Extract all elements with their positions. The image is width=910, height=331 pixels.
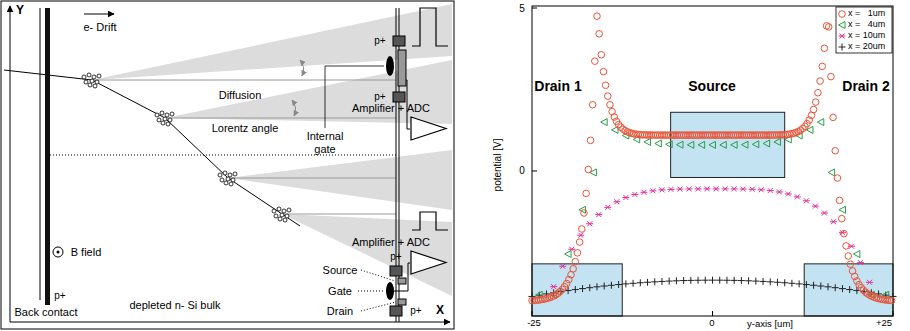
implant-label: p+ bbox=[374, 91, 385, 103]
region-label: Drain 1 bbox=[534, 78, 581, 94]
amplifier-label: Amplifier + ADC bbox=[352, 236, 450, 249]
implant-label: p+ bbox=[390, 251, 401, 263]
b-field-symbol bbox=[53, 247, 63, 257]
back-contact-bar bbox=[45, 8, 50, 305]
x-axis-arrow bbox=[10, 322, 450, 323]
drift-label: e- Drift bbox=[84, 21, 117, 34]
tick-label: 5 bbox=[519, 3, 525, 15]
axis-label: Y bbox=[16, 4, 24, 18]
amplifier-symbol: Amplifier + ADC bbox=[352, 236, 450, 275]
contact-label: Back contact bbox=[15, 306, 78, 319]
implant-label: p+ bbox=[410, 305, 421, 317]
tick-label: 0 bbox=[519, 165, 525, 177]
tick-label: -25 bbox=[527, 318, 541, 329]
back-contact-line bbox=[40, 8, 41, 300]
implant-label: p+ bbox=[54, 290, 65, 302]
amplifier-label: Amplifier + ADC bbox=[352, 102, 450, 115]
electron-clouds bbox=[82, 73, 291, 222]
legend-entry: x = 20um bbox=[848, 42, 885, 51]
drift-arrow bbox=[84, 14, 114, 15]
terminal-label: Source bbox=[323, 264, 358, 277]
y-axis-arrow bbox=[10, 6, 11, 322]
projection-lines bbox=[92, 80, 396, 214]
axis-title: y-axis [um] bbox=[747, 319, 793, 330]
tick-label: 0 bbox=[709, 318, 714, 329]
dotted-divider bbox=[50, 155, 396, 156]
field-label: B field bbox=[71, 246, 102, 259]
axis-title: potential [V] bbox=[492, 139, 504, 192]
diffusion-arrow bbox=[300, 60, 304, 76]
potential-chart bbox=[529, 6, 897, 316]
region-label: Drain 2 bbox=[842, 78, 889, 94]
diffusion-label: Diffusion bbox=[219, 89, 262, 102]
legend-entry: x = 1um bbox=[848, 9, 885, 18]
tick-label: +25 bbox=[876, 318, 892, 329]
axis-label: X bbox=[436, 304, 444, 318]
lorentz-arrow bbox=[292, 100, 296, 116]
legend-entry: x = 10um bbox=[848, 31, 885, 40]
terminal-label: Gate bbox=[328, 285, 352, 298]
implant-label: p+ bbox=[374, 35, 385, 47]
lorentz-fans bbox=[92, 4, 452, 296]
amplifier-symbol: Amplifier + ADC bbox=[352, 102, 450, 141]
gate-label: Internal gate bbox=[301, 130, 349, 155]
region-label: Source bbox=[688, 78, 735, 94]
panel-frame bbox=[1, 1, 454, 329]
bulk-label: depleted n- Si bulk bbox=[129, 299, 220, 312]
terminal-label: Drain bbox=[327, 305, 353, 318]
lower-pixel bbox=[358, 212, 448, 316]
amplifier-triangle bbox=[410, 250, 448, 275]
legend-entry: x = 4um bbox=[848, 20, 885, 29]
lorentz-label: Lorentz angle bbox=[212, 122, 279, 135]
amplifier-triangle bbox=[410, 116, 448, 141]
